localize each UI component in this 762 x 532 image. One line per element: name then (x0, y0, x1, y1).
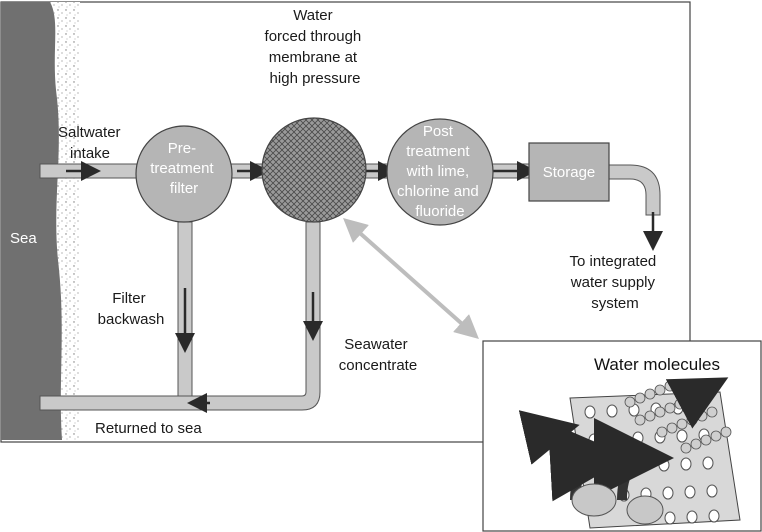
filter-backwash-label: Filter backwash (98, 290, 165, 328)
pretreatment-label: Pre- treatment filter (150, 140, 218, 197)
membrane-title: Water forced through membrane at high pr… (265, 7, 366, 87)
pretreatment-tank (135, 125, 233, 223)
seawater-concentrate-label: Seawater concentrate (339, 336, 417, 374)
sea-area (1, 2, 62, 440)
water-molecules-label: Water molecules (594, 355, 720, 374)
storage-tank (528, 142, 610, 202)
post-treatment-label: Post treatment with lime, chlorine and f… (397, 123, 483, 220)
membrane-tank (261, 117, 367, 223)
outlet-pipe (608, 164, 661, 216)
water-exit-arrow (665, 377, 729, 429)
sea-label: Sea (10, 230, 37, 247)
salt-particles (547, 418, 674, 525)
to-integrated-label: To integrated water supply system (570, 253, 661, 312)
storage-label: Storage (543, 164, 596, 181)
returned-to-sea-label: Returned to sea (95, 420, 202, 437)
concentrate-pipe (39, 221, 321, 411)
shore-sand (50, 2, 80, 440)
zoom-link-arrow (343, 218, 479, 339)
saltwater-intake-label: Saltwater intake (58, 124, 125, 162)
